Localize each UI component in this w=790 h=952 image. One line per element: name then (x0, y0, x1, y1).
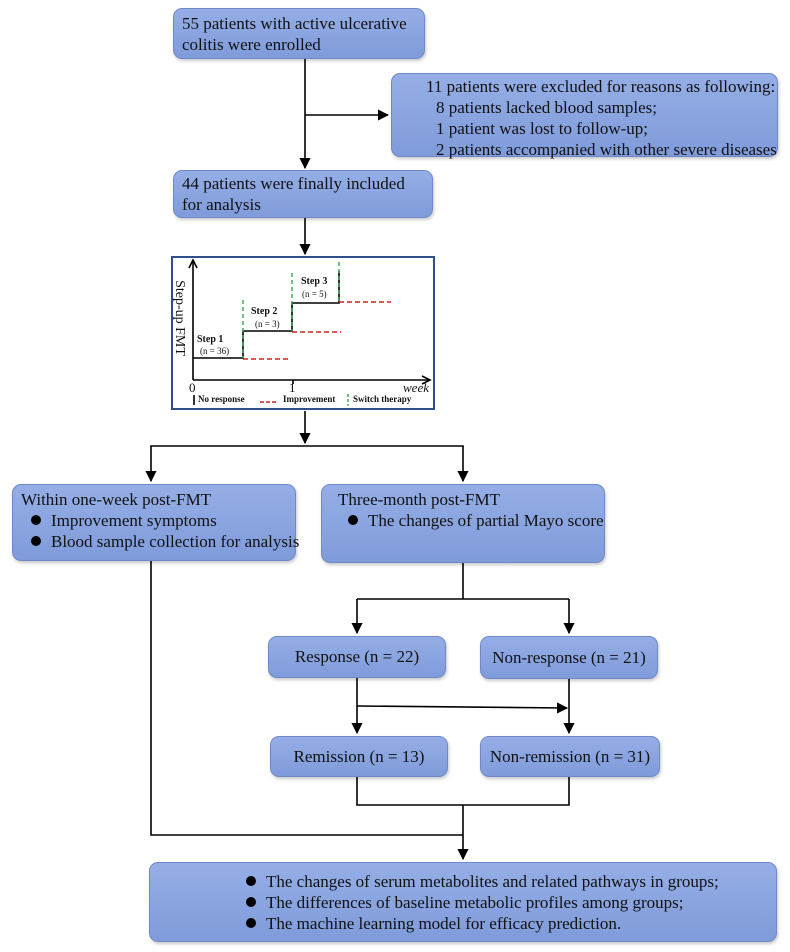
arrow-response-to-non-remission (356, 702, 569, 714)
legend-swatches (193, 394, 349, 406)
excluded-line-1: 11 patients were excluded for reasons as… (426, 77, 776, 96)
included-line-1: 44 patients were finally included (182, 174, 405, 193)
three-month-bullet-1: The changes of partial Mayo score (338, 510, 604, 531)
within-week-bullet-1: Improvement symptoms (21, 510, 287, 531)
join-line-bottom (356, 777, 570, 806)
step-1-count: (n = 36) (200, 346, 230, 356)
step-3-label: Step 3 (301, 276, 328, 287)
outcomes-bullet-2: The differences of baseline metabolic pr… (236, 892, 768, 913)
remission-label: Remission (n = 13) (293, 747, 425, 766)
remission-box: Remission (n = 13) (270, 736, 448, 777)
x-axis-arrowhead (421, 375, 432, 385)
non-remission-box: Non-remission (n = 31) (480, 736, 660, 777)
included-box: 44 patients were finally included for an… (173, 170, 433, 218)
step-2-count: (n = 3) (255, 319, 280, 329)
three-month-bullets: The changes of partial Mayo score (338, 510, 604, 531)
outcomes-box: The changes of serum metabolites and rel… (149, 862, 777, 942)
included-line-2: for analysis (182, 195, 261, 214)
step-3-count: (n = 5) (302, 289, 327, 299)
x-axis-label: week (403, 380, 429, 395)
excluded-line-2: 8 patients lacked blood samples; (436, 98, 657, 117)
y-axis-arrowhead (188, 258, 198, 269)
step-up-fmt-plot (188, 258, 432, 406)
excluded-line-3: 1 patient was lost to follow-up; (436, 119, 649, 138)
within-week-box: Within one-week post-FMT Improvement sym… (12, 484, 299, 561)
within-week-bullet-2: Blood sample collection for analysis (21, 531, 299, 552)
tick-label-0: 0 (189, 380, 196, 395)
enrolled-box: 55 patients with active ulcerative colit… (173, 8, 425, 59)
step-up-fmt-inset: Step-up FMT Step 1 (n = 36) Step 2 (n = … (171, 256, 435, 410)
non-response-box: Non-response (n = 21) (480, 636, 658, 679)
outcomes-bullet-1: The changes of serum metabolites and rel… (236, 871, 768, 892)
non-remission-label: Non-remission (n = 31) (489, 747, 651, 766)
legend-switch-therapy: Switch therapy (353, 394, 412, 404)
enrolled-line-1: 55 patients with active ulcerative (182, 14, 407, 33)
step-2-label: Step 2 (251, 306, 278, 317)
within-week-title: Within one-week post-FMT (21, 490, 212, 509)
within-week-bullets: Improvement symptoms Blood sample collec… (21, 510, 299, 552)
tick-label-1: 1 (289, 380, 296, 395)
response-label: Response (n = 22) (294, 647, 420, 666)
non-response-label: Non-response (n = 21) (492, 648, 646, 667)
three-month-box: Three-month post-FMT The changes of part… (321, 484, 605, 563)
legend-no-response: No response (198, 394, 245, 404)
excluded-box: 11 patients were excluded for reasons as… (391, 73, 778, 159)
split-line-top (150, 445, 464, 447)
three-month-title: Three-month post-FMT (338, 490, 500, 509)
outcomes-bullets: The changes of serum metabolites and rel… (236, 871, 768, 934)
excluded-line-4: 2 patients accompanied with other severe… (436, 140, 777, 159)
response-box: Response (n = 22) (268, 636, 446, 678)
line-within-week-down (150, 561, 463, 836)
y-axis-label: Step-up FMT (172, 280, 187, 356)
outcomes-bullet-3: The machine learning model for efficacy … (236, 913, 768, 934)
step-1-label: Step 1 (197, 334, 224, 345)
legend-improvement: Improvement (283, 394, 336, 404)
enrolled-line-2: colitis were enrolled (182, 35, 321, 54)
